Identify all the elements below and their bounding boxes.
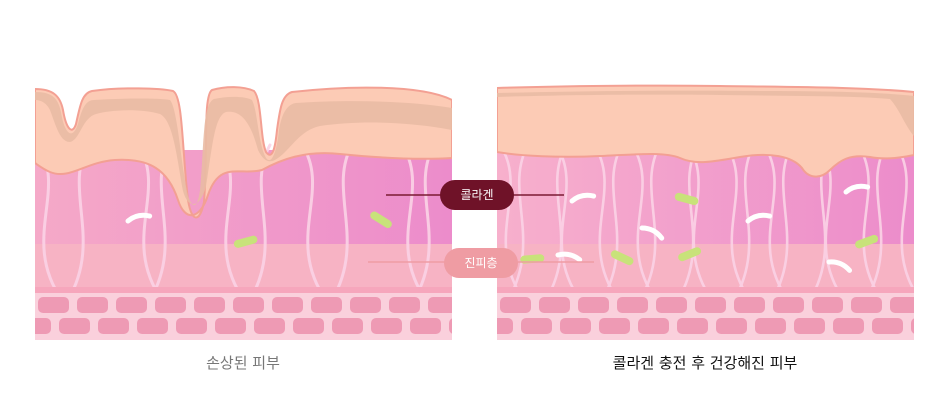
collagen-fiber — [330, 143, 354, 302]
skin-cell — [677, 318, 708, 334]
skin-cell — [137, 318, 168, 334]
collagen-fragment-white — [826, 259, 853, 273]
skin-cell — [890, 297, 914, 313]
skin-cell — [773, 297, 804, 313]
skin-cell — [695, 297, 726, 313]
dermis-lower-layer — [35, 244, 452, 290]
collagen-fiber — [592, 143, 620, 302]
collagen-fiber — [506, 143, 530, 302]
skin-cell — [77, 297, 108, 313]
skin-cell — [215, 318, 246, 334]
collagen-label: 콜라겐 — [440, 180, 514, 210]
epidermis-shade — [497, 90, 914, 136]
skin-cell — [449, 318, 452, 334]
elastin-rod — [233, 235, 258, 248]
collagen-fiber — [498, 143, 526, 302]
skin-cell — [428, 297, 452, 313]
skin-cell — [812, 297, 843, 313]
skin-cell — [521, 318, 552, 334]
cell-rows — [35, 297, 452, 334]
cell-rows — [497, 297, 914, 334]
collagen-fragment-white — [555, 251, 583, 263]
collagen-fiber — [732, 143, 756, 302]
basal-line — [497, 287, 914, 293]
skin-cell — [38, 297, 69, 313]
skin-cell — [638, 318, 669, 334]
skin-cell — [254, 318, 285, 334]
skin-cell — [410, 318, 441, 334]
skin-cell — [293, 318, 324, 334]
collagen-fragment-white — [639, 225, 665, 241]
skin-cell — [578, 297, 609, 313]
skin-cell — [734, 297, 765, 313]
healthy-skin-caption: 콜라겐 충전 후 건강해진 피부 — [612, 354, 798, 372]
skin-cell — [35, 318, 51, 334]
skin-cell — [794, 318, 825, 334]
collagen-fiber — [770, 143, 794, 302]
skin-cell — [176, 318, 207, 334]
basal-line — [35, 287, 452, 293]
skin-cell — [560, 318, 591, 334]
elastin-rod — [610, 250, 634, 266]
collagen-fiber — [894, 143, 914, 293]
damaged-skin-caption: 손상된 피부 — [206, 354, 280, 372]
skin-cell — [833, 318, 864, 334]
collagen-fragment-white — [745, 212, 773, 224]
skin-cell — [194, 297, 225, 313]
collagen-fragment-white — [843, 183, 871, 195]
collagen-fiber — [400, 143, 428, 302]
collagen-fiber — [856, 143, 884, 302]
damaged-skin-panel — [35, 86, 452, 340]
collagen-fiber — [412, 143, 436, 302]
skin-cell — [599, 318, 630, 334]
skin-cell — [350, 297, 381, 313]
skin-cell — [617, 297, 648, 313]
elastin-rod — [855, 234, 879, 249]
epidermis-shade — [35, 92, 452, 206]
skin-cell — [497, 318, 513, 334]
skin-cell — [500, 297, 531, 313]
epidermis-smooth — [497, 84, 914, 178]
collagen-fiber — [630, 143, 658, 302]
skin-cell — [656, 297, 687, 313]
collagen-fragment-white — [569, 192, 597, 204]
collagen-fiber — [600, 143, 624, 302]
collagen-fiber — [300, 143, 328, 302]
skin-cell — [539, 297, 570, 313]
skin-cell — [59, 318, 90, 334]
skin-cell — [233, 297, 264, 313]
collagen-fiber — [554, 143, 582, 302]
collagen-fiber — [638, 143, 662, 302]
skin-cell — [272, 297, 303, 313]
skin-cell — [332, 318, 363, 334]
skin-cell — [911, 318, 914, 334]
skin-cell — [155, 297, 186, 313]
skin-cell — [872, 318, 903, 334]
healthy-skin-panel — [497, 84, 914, 340]
skin-cell — [371, 318, 402, 334]
elastin-rod — [678, 247, 702, 262]
skin-cell — [116, 297, 147, 313]
collagen-fiber — [864, 143, 888, 302]
collagen-fragment-white — [125, 212, 153, 224]
skin-cell — [98, 318, 129, 334]
elastin-rod — [370, 211, 392, 228]
skin-cell — [716, 318, 747, 334]
collagen-fiber — [724, 143, 752, 302]
skin-cell — [755, 318, 786, 334]
skin-cell — [851, 297, 882, 313]
dermis-label: 진피층 — [444, 248, 518, 278]
elastin-rod — [674, 192, 699, 206]
collagen-fiber — [544, 143, 568, 302]
skin-cell — [311, 297, 342, 313]
collagen-fragments — [125, 211, 392, 248]
skin-cell — [389, 297, 420, 313]
